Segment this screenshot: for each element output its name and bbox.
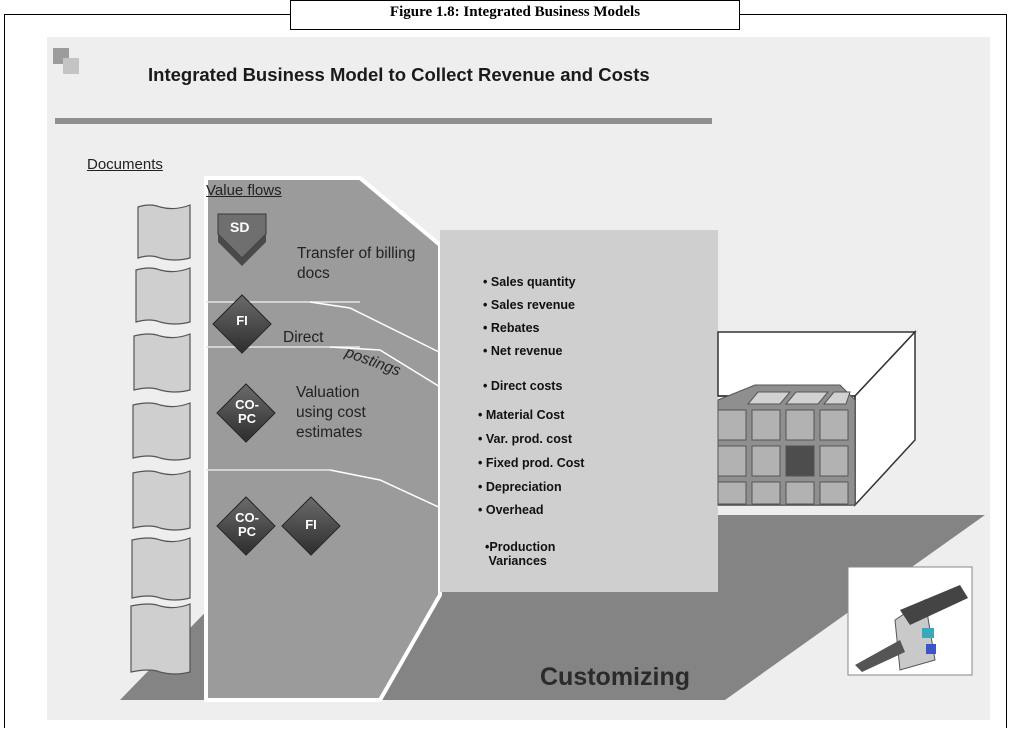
bullet-material-cost: • Material Cost — [478, 408, 565, 422]
sd-badge-icon — [217, 213, 267, 266]
bullet-net-revenue: • Net revenue — [483, 344, 563, 358]
fi-badge-2-label: FI — [305, 517, 317, 532]
copc-badge-2-line2: PC — [237, 524, 257, 539]
slide-title: Integrated Business Model to Collect Rev… — [148, 64, 650, 85]
title-divider — [55, 118, 712, 124]
copc-badge-line2: PC — [237, 411, 257, 426]
bullet-overhead: • Overhead — [478, 503, 544, 517]
figure-caption: Figure 1.8: Integrated Business Models — [290, 0, 740, 30]
copc-badge-label: CO- PC — [230, 398, 264, 426]
bullet-text: Depreciation — [485, 480, 562, 494]
valuation-text: Valuation using cost estimates — [296, 384, 366, 441]
bullet-text: Fixed prod. Cost — [485, 456, 585, 470]
bullet-fixed-prod-cost: • Fixed prod. Cost — [478, 456, 585, 470]
bullet-text: Var. prod. cost — [485, 432, 572, 446]
bullet-text: Direct costs — [490, 379, 563, 393]
bullet-depreciation: • Depreciation — [478, 480, 562, 494]
sd-badge-label: SD — [230, 219, 250, 235]
bullet-text: Production — [489, 540, 556, 554]
key-figures-panel — [440, 230, 718, 592]
documents-label: Documents — [87, 156, 163, 173]
bullet-sales-revenue: • Sales revenue — [483, 298, 575, 312]
copc-badge-line1: CO- — [235, 397, 259, 412]
data-cube — [717, 384, 856, 506]
document-stack — [130, 204, 191, 675]
bullet-text: Sales revenue — [490, 298, 575, 312]
bullet-text-line2: Variances — [488, 554, 547, 568]
customizing-label: Customizing — [540, 663, 690, 691]
customizing-thumbnail — [847, 566, 973, 676]
bullet-text: Sales quantity — [490, 275, 576, 289]
bullet-rebates: • Rebates — [483, 321, 540, 335]
value-flows-label: Value flows — [206, 182, 282, 199]
direct-label: Direct — [283, 329, 324, 346]
copc-badge-2-line1: CO- — [235, 510, 259, 525]
fi-badge-label: FI — [236, 313, 248, 328]
bullet-text: Rebates — [490, 321, 540, 335]
connector-lines — [309, 301, 446, 511]
bullet-text: Material Cost — [485, 408, 565, 422]
bullet-sales-quantity: • Sales quantity — [483, 275, 576, 289]
bullet-production-variances: •Production Variances — [485, 540, 556, 568]
copc-badge-2-label: CO- PC — [230, 511, 264, 539]
bullet-text: Overhead — [485, 503, 544, 517]
sd-flow-text: Transfer of billing docs — [297, 245, 416, 282]
bullet-var-prod-cost: • Var. prod. cost — [478, 432, 572, 446]
value-flows-panel — [204, 176, 442, 702]
bullet-direct-costs: • Direct costs — [483, 379, 563, 393]
bullet-text: Net revenue — [490, 344, 563, 358]
